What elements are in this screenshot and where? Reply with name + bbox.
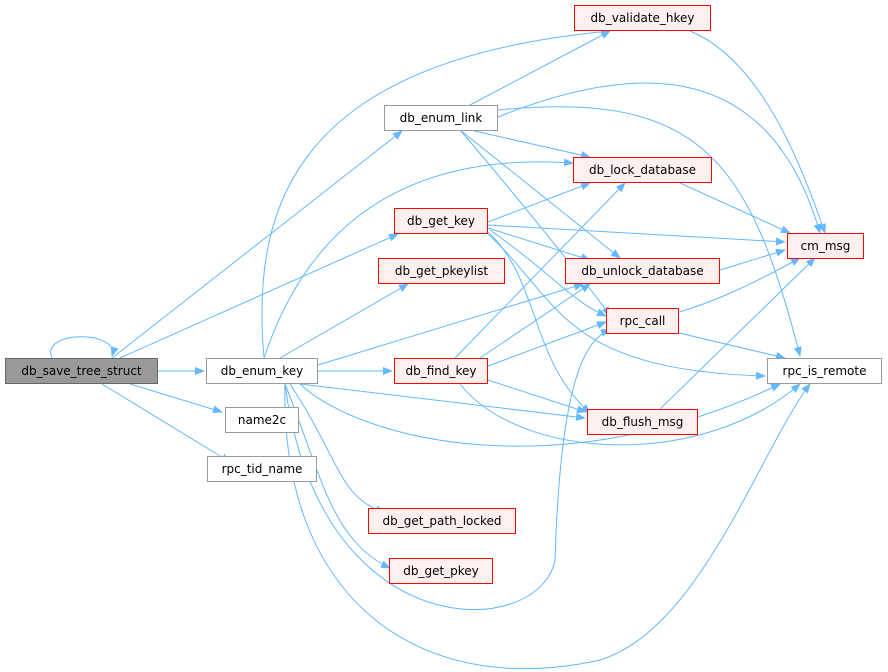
node-cm-msg[interactable]: cm_msg	[787, 233, 864, 259]
node-rpc-is-remote[interactable]: rpc_is_remote	[767, 358, 882, 384]
node-db-enum-key[interactable]: db_enum_key	[206, 358, 318, 384]
node-db-flush-msg[interactable]: db_flush_msg	[587, 409, 698, 435]
node-rpc-call[interactable]: rpc_call	[606, 308, 679, 334]
node-db-lock-database[interactable]: db_lock_database	[573, 157, 712, 183]
node-db-get-pkeylist[interactable]: db_get_pkeylist	[378, 258, 505, 284]
node-db-save-tree-struct[interactable]: db_save_tree_struct	[5, 358, 158, 384]
node-name2c[interactable]: name2c	[225, 407, 299, 433]
node-db-unlock-database[interactable]: db_unlock_database	[565, 258, 720, 284]
node-db-get-key[interactable]: db_get_key	[394, 208, 488, 234]
node-db-enum-link[interactable]: db_enum_link	[384, 105, 498, 131]
node-rpc-tid-name[interactable]: rpc_tid_name	[207, 456, 317, 482]
node-db-validate-hkey[interactable]: db_validate_hkey	[574, 5, 711, 31]
node-db-get-path-locked[interactable]: db_get_path_locked	[368, 508, 516, 534]
node-db-find-key[interactable]: db_find_key	[394, 358, 488, 384]
node-db-get-pkey[interactable]: db_get_pkey	[389, 558, 493, 584]
